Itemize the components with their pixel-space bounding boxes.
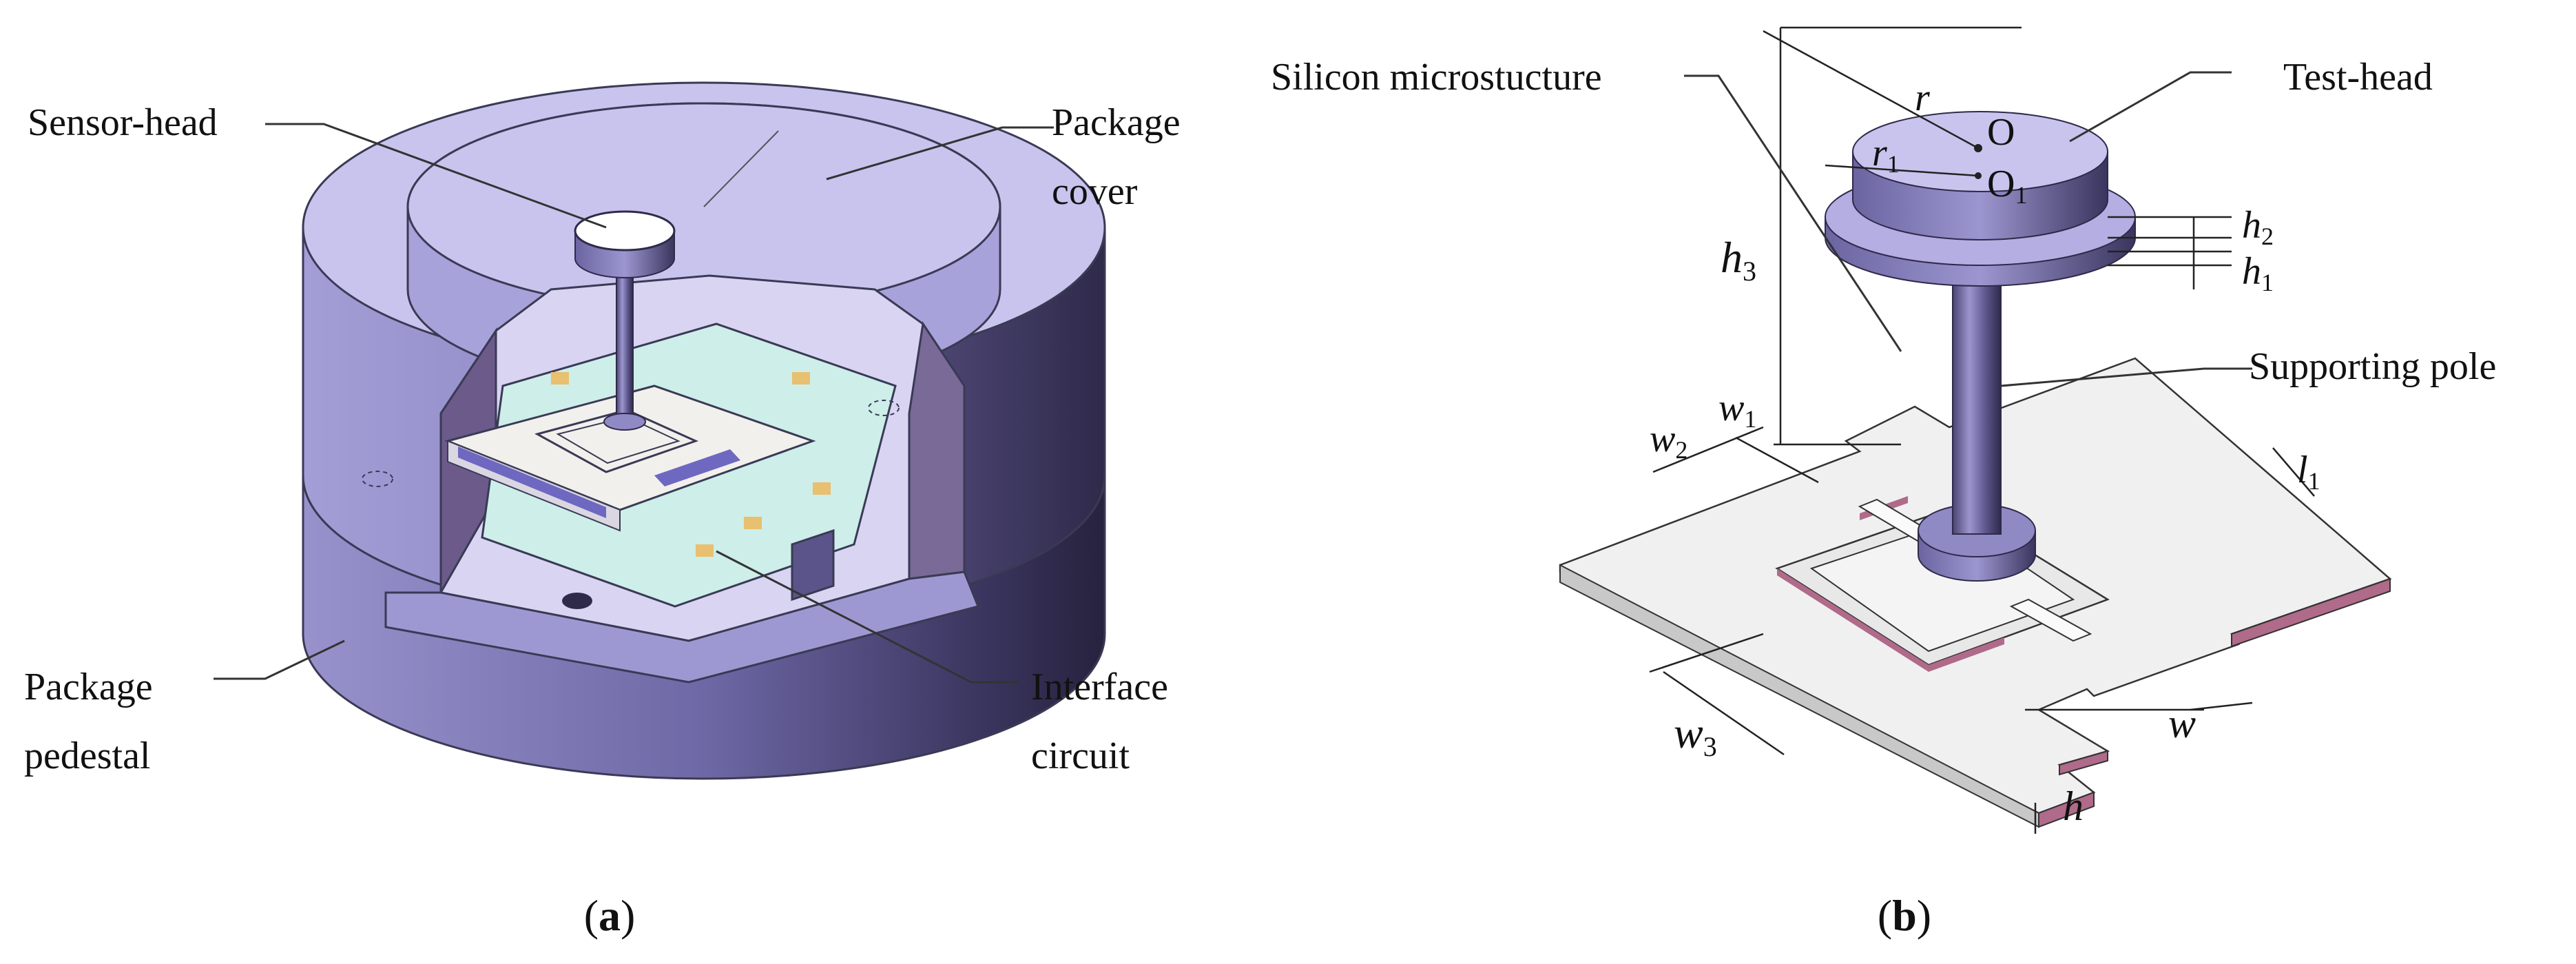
dim-w3-sub: 3 xyxy=(1703,731,1717,762)
caption-b: (b) xyxy=(1878,891,1931,940)
dim-h1: h1 xyxy=(2242,250,2274,296)
label-point-o1-base: O xyxy=(1987,163,2015,205)
caption-b-open: ( xyxy=(1878,891,1892,940)
leader-package-pedestal xyxy=(214,639,345,680)
dim-w3: w3 xyxy=(1674,708,1717,762)
dim-l1-sub: 1 xyxy=(2308,467,2320,495)
panel-a-drawing xyxy=(302,81,1106,780)
leader-test-head xyxy=(2069,71,2232,143)
dim-l1: l1 xyxy=(2297,449,2320,495)
chip-electrode xyxy=(654,449,740,486)
caption-a-close: ) xyxy=(621,891,635,940)
circuit-pad xyxy=(813,482,831,495)
panel-b-drawing xyxy=(1559,111,2392,828)
circuit-pad xyxy=(551,372,569,384)
chip-inner-frame xyxy=(534,409,699,473)
label-supporting-pole: Supporting pole xyxy=(2249,345,2496,388)
leader-silicon-microstructure xyxy=(1684,74,1902,352)
dim-h1-base: h xyxy=(2242,250,2261,293)
leader-interface-circuit xyxy=(716,550,1019,684)
package-hole-left xyxy=(362,471,393,487)
label-sensor-head: Sensor-head xyxy=(28,101,218,144)
dim-h3-sub: 3 xyxy=(1743,256,1756,287)
circuit-connector xyxy=(791,529,835,602)
dim-r1-sub: 1 xyxy=(1887,150,1900,178)
label-test-head: Test-head xyxy=(2283,56,2433,99)
dim-w1: w1 xyxy=(1718,387,1756,433)
chip-electrode xyxy=(458,447,606,518)
dim-h3: h3 xyxy=(1721,233,1756,287)
cut-face-bottom xyxy=(384,571,980,684)
silicon-plate-notch-edge xyxy=(2231,577,2391,648)
dim-h3-base: h xyxy=(1721,233,1743,282)
dim-w1-sub: 1 xyxy=(1744,405,1756,433)
panel-b-dimension-lines xyxy=(1649,26,2315,834)
dim-w2-base: w xyxy=(1650,418,1675,460)
label-interface-circuit: Interface xyxy=(1031,666,1168,708)
sensor-head-disk-top xyxy=(574,210,676,252)
dim-h2: h2 xyxy=(2242,204,2274,250)
sensor-head-pole xyxy=(616,275,634,421)
circuit-pad xyxy=(744,517,762,529)
sensor-head-pole-base xyxy=(603,413,646,431)
dim-h2-base: h xyxy=(2242,204,2261,247)
dim-h: h xyxy=(2063,783,2084,829)
dim-w2: w2 xyxy=(1650,418,1687,464)
label-package-cover: Package xyxy=(1052,101,1181,144)
package-hole-right xyxy=(868,400,900,416)
slot-edge xyxy=(1929,637,2004,672)
label-point-o1-sub: 1 xyxy=(2015,181,2027,209)
supporting-pole xyxy=(1952,271,2002,535)
label-point-o: O xyxy=(1987,111,2015,154)
leader-sensor-head xyxy=(265,123,607,229)
circuit-pad xyxy=(792,372,810,384)
label-interface-circuit: circuit xyxy=(1031,735,1130,777)
dim-w3-base: w xyxy=(1674,708,1703,757)
label-point-o1: O1 xyxy=(1987,163,2027,209)
label-package-cover: cover xyxy=(1052,170,1138,213)
dim-w2-sub: 2 xyxy=(1675,436,1687,464)
caption-a: (a) xyxy=(584,891,636,940)
dim-h1-sub: 1 xyxy=(2261,269,2274,296)
caption-a-letter: a xyxy=(599,891,621,940)
dim-r: r xyxy=(1915,76,1930,119)
slot-frame-inner xyxy=(1809,519,2075,653)
dim-w1-base: w xyxy=(1718,387,1744,429)
label-package-pedestal: Package xyxy=(24,666,153,708)
silicon-plate-right-edge xyxy=(2038,791,2095,828)
label-package-pedestal: pedestal xyxy=(24,735,150,777)
leader-package-cover xyxy=(826,126,1054,181)
caption-b-close: ) xyxy=(1917,891,1931,940)
caption-b-letter: b xyxy=(1892,891,1917,940)
caption-a-open: ( xyxy=(584,891,599,940)
dim-l1-base: l xyxy=(2297,449,2308,491)
package-hole-front xyxy=(562,593,592,609)
dim-r1-base: r xyxy=(1872,132,1887,174)
silicon-plate-notch-edge xyxy=(2059,750,2108,776)
dim-h2-sub: 2 xyxy=(2261,223,2274,250)
beam xyxy=(2009,598,2092,642)
label-silicon-microstructure: Silicon microstucture xyxy=(1271,56,1602,99)
slot-edge xyxy=(1777,568,1929,672)
dim-w: w xyxy=(2168,701,2196,746)
dim-r1: r1 xyxy=(1872,132,1900,178)
leader-supporting-pole xyxy=(2000,367,2252,387)
circuit-pad xyxy=(696,544,714,557)
